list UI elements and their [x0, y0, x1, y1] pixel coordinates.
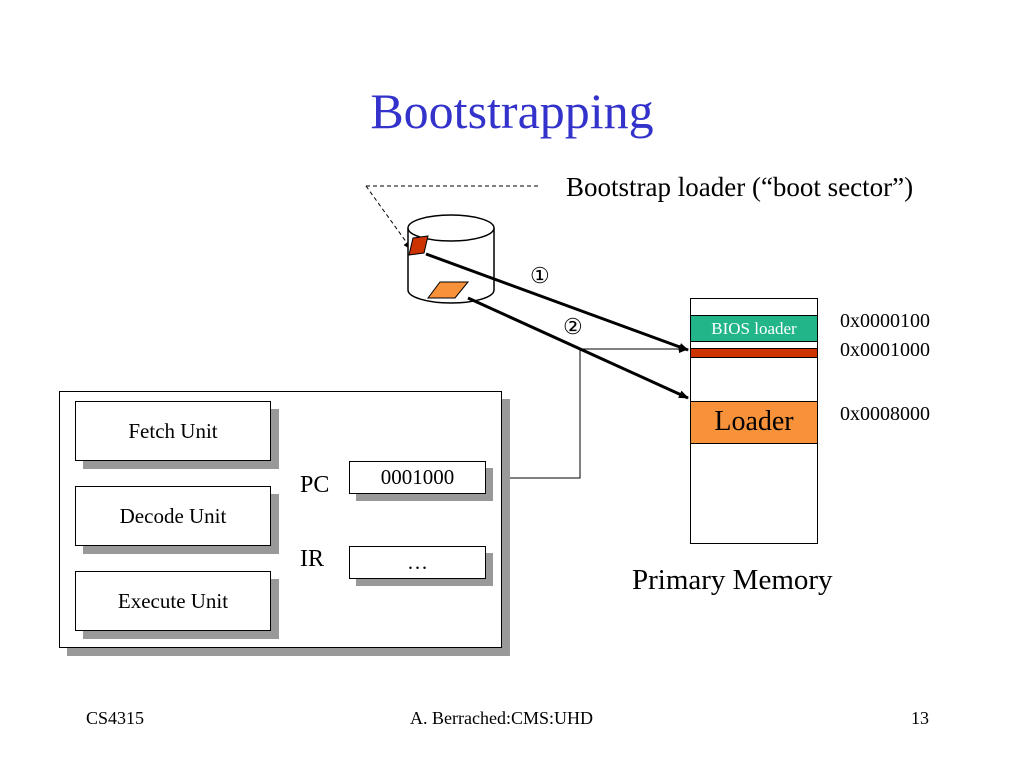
ir-register: …: [349, 546, 486, 579]
step-2-marker: ②: [563, 314, 583, 339]
boot-sector-icon: [408, 235, 429, 256]
step2-arrow: [467, 296, 689, 400]
pc-pointer-line: [486, 345, 689, 479]
boot-sector-block: [690, 348, 818, 358]
boot-sector-caption: Bootstrap loader (“boot sector”): [566, 172, 914, 202]
execute-unit: Execute Unit: [75, 571, 271, 631]
loader-block: Loader: [690, 401, 818, 444]
step1-arrow: [425, 252, 689, 352]
disk-icon: [407, 214, 495, 304]
address-label: 0x0008000: [840, 403, 930, 425]
footer-author: A. Berrached:CMS:UHD: [410, 708, 593, 728]
pc-label: PC: [300, 472, 330, 498]
footer-course: CS4315: [86, 708, 145, 728]
address-label: 0x0000100: [840, 310, 930, 332]
step-1-marker: ①: [530, 263, 550, 288]
loader-sector-icon: [427, 281, 470, 299]
footer-page-number: 13: [911, 708, 929, 728]
slide-title: Bootstrapping: [370, 83, 654, 139]
address-label: 0x0001000: [840, 339, 930, 361]
bios-loader-block: BIOS loader: [690, 315, 818, 342]
pc-register: 0001000: [349, 461, 486, 494]
memory-caption: Primary Memory: [632, 564, 833, 596]
dashed-leader-arrow: [365, 185, 413, 251]
ir-label: IR: [300, 546, 324, 572]
fetch-unit: Fetch Unit: [75, 401, 271, 461]
decode-unit: Decode Unit: [75, 486, 271, 546]
